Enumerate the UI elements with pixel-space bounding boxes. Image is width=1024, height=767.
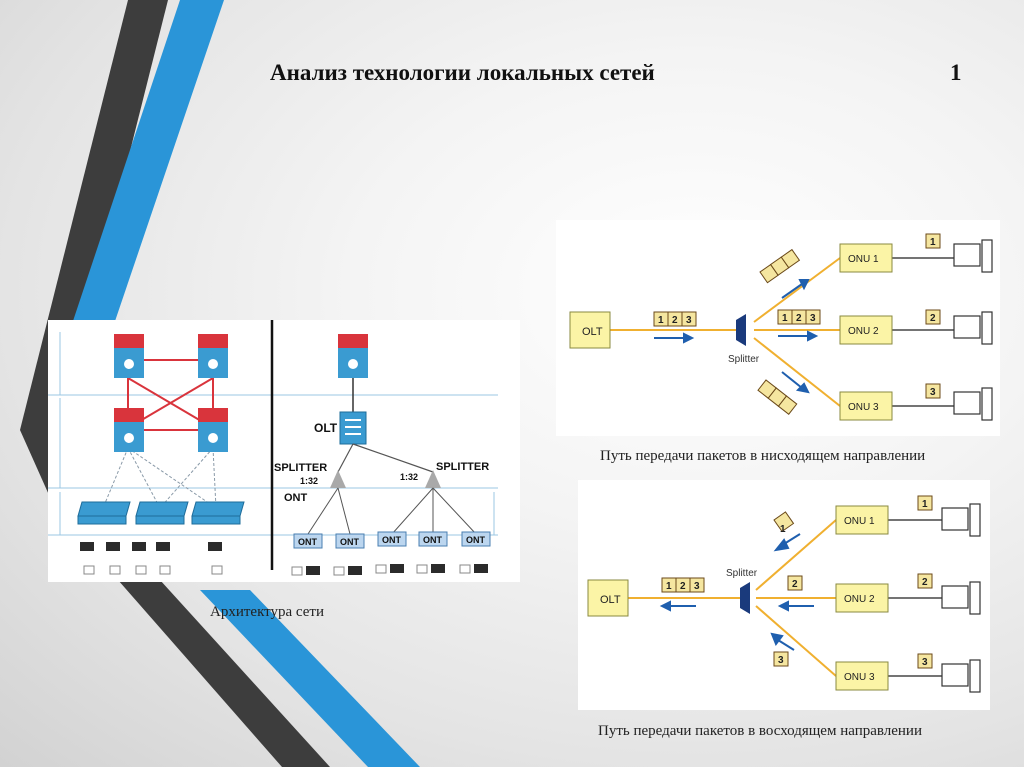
ds-packet-2a: 1	[782, 313, 788, 324]
downstream-diagram: OLT Splitter ONU 1 ONU 2 ONU 3 1 2 3 1 2…	[556, 220, 1000, 436]
us-onu-2: ONU 2	[844, 594, 875, 605]
ont-box-4: ONT	[423, 535, 443, 545]
downstream-caption: Путь передачи пакетов в нисходящем напра…	[600, 448, 926, 464]
ds-packet-3: 3	[686, 315, 692, 326]
us-onu-3: ONU 3	[844, 672, 875, 683]
us-onu-1: ONU 1	[844, 516, 875, 527]
splitter-right-ratio: 1:32	[400, 472, 418, 482]
ont-box-5: ONT	[466, 535, 486, 545]
ds-onu-packet-2: 2	[930, 313, 936, 324]
ds-onu-3: ONU 3	[848, 402, 879, 413]
ont-level-label: ONT	[284, 492, 308, 504]
us-mid-packet-2: 2	[792, 579, 798, 590]
ds-splitter-label: Splitter	[728, 354, 760, 365]
us-onu-packet-1: 1	[922, 499, 928, 510]
architecture-diagram: OLT SPLITTER 1:32 SPLITTER 1:32 ONT ONT …	[48, 320, 520, 582]
splitter-right-label: SPLITTER	[436, 461, 489, 473]
us-packet-1: 1	[666, 581, 672, 592]
splitter-left-label: SPLITTER	[274, 462, 327, 474]
us-splitter-label: Splitter	[726, 568, 758, 579]
ds-onu-1: ONU 1	[848, 254, 879, 265]
us-mid-packet-3: 3	[778, 655, 784, 666]
olt-label: OLT	[314, 421, 338, 435]
ds-packet-2c: 3	[810, 313, 816, 324]
ds-packet-2: 2	[672, 315, 678, 326]
ds-packet-1: 1	[658, 315, 664, 326]
page-number: 1	[950, 60, 962, 85]
us-olt-label: OLT	[600, 594, 621, 606]
upstream-caption: Путь передачи пакетов в восходящем напра…	[598, 723, 922, 739]
ds-onu-packet-3: 3	[930, 387, 936, 398]
ont-box-1: ONT	[298, 537, 318, 547]
splitter-left-ratio: 1:32	[300, 476, 318, 486]
ds-olt-label: OLT	[582, 326, 603, 338]
us-packet-3: 3	[694, 581, 700, 592]
us-onu-packet-3: 3	[922, 657, 928, 668]
slide-title: Анализ технологии локальных сетей	[270, 60, 655, 85]
us-mid-packet-1: 1	[780, 524, 786, 535]
us-packet-2: 2	[680, 581, 686, 592]
ont-box-2: ONT	[340, 537, 360, 547]
ds-packet-2b: 2	[796, 313, 802, 324]
ds-onu-packet-1: 1	[930, 237, 936, 248]
ont-box-3: ONT	[382, 535, 402, 545]
upstream-diagram: OLT Splitter ONU 1 ONU 2 ONU 3 1 2 3	[578, 480, 990, 710]
ds-onu-2: ONU 2	[848, 326, 879, 337]
architecture-caption: Архитектура сети	[210, 604, 325, 620]
us-onu-packet-2: 2	[922, 577, 928, 588]
